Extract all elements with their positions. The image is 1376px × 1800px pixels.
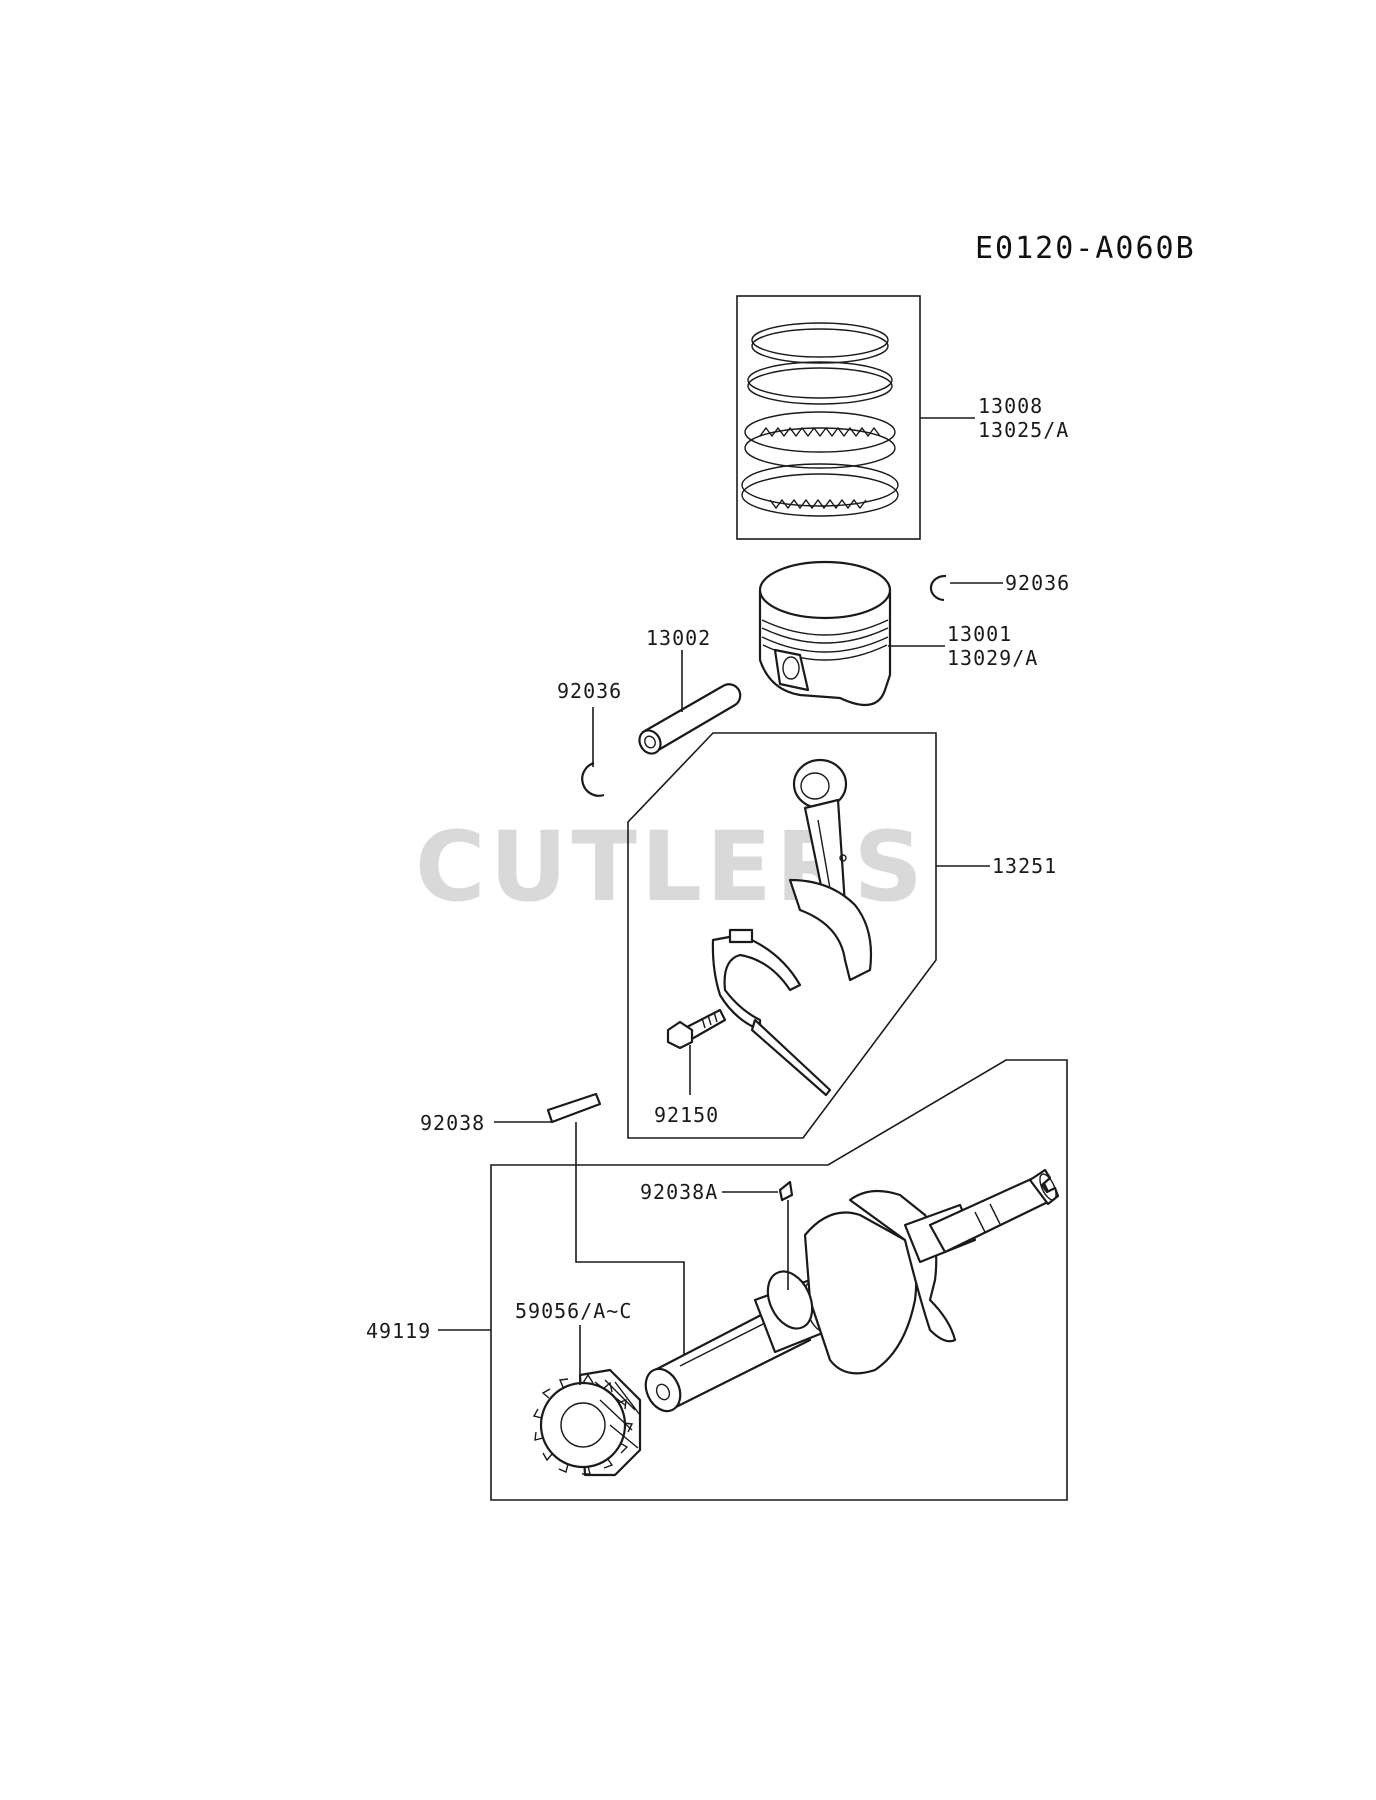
- crank-keyway: [679, 1317, 776, 1367]
- rod-cap: [711, 933, 802, 1032]
- piston-groove-2: [761, 627, 889, 644]
- crank-counterweight: [803, 1211, 918, 1375]
- key[interactable]: [546, 1092, 602, 1124]
- label-13029a[interactable]: 13029/A: [947, 646, 1038, 670]
- ring-1-lower: [751, 328, 889, 364]
- piston-pin-hole: [782, 656, 800, 680]
- connecting-rod-box: [627, 732, 937, 1139]
- crankshaft-box: [490, 1059, 1068, 1501]
- label-13008[interactable]: 13008: [978, 394, 1043, 418]
- label-13002[interactable]: 13002: [646, 626, 711, 650]
- piston-pin-boss: [773, 648, 810, 692]
- piston-groove-1: [761, 619, 889, 636]
- snap-ring-right[interactable]: [929, 574, 947, 602]
- connecting-rod[interactable]: [711, 758, 873, 1097]
- crank-shaft-tip: [1039, 1173, 1057, 1201]
- diagram-code: E0120-A060B: [975, 231, 1196, 266]
- gear-teeth: [532, 1373, 634, 1475]
- crank-flange: [766, 1270, 814, 1330]
- piston-pin-body: [641, 683, 742, 754]
- ring-1: [751, 322, 889, 358]
- label-92036-left[interactable]: 92036: [557, 679, 622, 703]
- crank-shaft-end: [644, 1367, 682, 1413]
- label-59056[interactable]: 59056/A~C: [515, 1299, 632, 1323]
- label-92150[interactable]: 92150: [654, 1103, 719, 1127]
- label-13025a[interactable]: 13025/A: [978, 418, 1069, 442]
- gear-bore: [560, 1402, 606, 1448]
- rod-bolt[interactable]: [666, 1008, 727, 1050]
- gear-helix-lines: [594, 1379, 641, 1449]
- label-49119[interactable]: 49119: [366, 1319, 431, 1343]
- rod-dipper: [750, 1018, 832, 1097]
- crankshaft[interactable]: [639, 1168, 1060, 1417]
- label-92036-right[interactable]: 92036: [1005, 571, 1070, 595]
- label-13251[interactable]: 13251: [992, 854, 1057, 878]
- oil-ring-bottom-2: [741, 473, 899, 517]
- piston-groove-3: [761, 636, 889, 653]
- oil-ring-teeth-bottom: [769, 498, 867, 510]
- rod-bolt-head: [666, 1020, 694, 1050]
- ring-2: [747, 361, 893, 399]
- rod-oil-hole: [839, 854, 847, 862]
- piston-crown: [758, 560, 892, 620]
- crank-main-shaft-lines: [974, 1203, 1001, 1233]
- ring-2-lower: [747, 367, 893, 405]
- label-92038[interactable]: 92038: [420, 1111, 485, 1135]
- rod-bolt-thread: [701, 1011, 718, 1029]
- snap-ring-left[interactable]: [581, 761, 605, 797]
- gear[interactable]: [532, 1368, 642, 1477]
- piston-ring-set[interactable]: [736, 295, 921, 540]
- oil-ring-bottom: [741, 463, 899, 507]
- oil-ring-top: [744, 411, 896, 453]
- piston[interactable]: [758, 560, 892, 707]
- oil-ring-mid: [744, 427, 896, 469]
- piston-pin[interactable]: [635, 683, 742, 757]
- piston-pin-bore: [644, 735, 656, 749]
- rod-cap-boss: [728, 928, 754, 944]
- label-13001[interactable]: 13001: [947, 622, 1012, 646]
- crank-shaft-thread: [1028, 1168, 1060, 1206]
- rod-small-end-bore: [800, 772, 830, 800]
- piston-pin-end: [638, 729, 662, 755]
- key-a[interactable]: [778, 1180, 794, 1202]
- rod-big-end: [788, 878, 873, 982]
- leader-key-to-crank: [575, 1122, 685, 1365]
- crank-shaft-bore: [655, 1383, 671, 1401]
- label-92038a[interactable]: 92038A: [640, 1180, 718, 1204]
